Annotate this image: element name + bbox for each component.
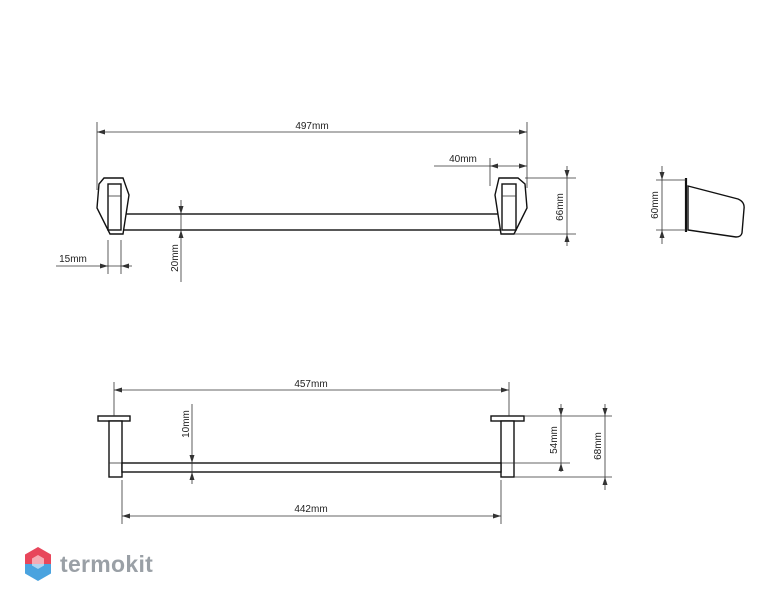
plan-right-plate [490, 415, 525, 422]
dim-span: 457mm [294, 379, 327, 390]
dim-bar-height: 20mm [170, 244, 181, 272]
plan-towel-bar [121, 462, 502, 473]
dim-depth-tall: 68mm [593, 432, 604, 460]
brand-logo: termokit [24, 544, 153, 584]
brand-name: termokit [60, 550, 154, 577]
plan-left-post [108, 420, 123, 478]
brand-hexagon-icon [25, 547, 51, 581]
plan-view: 457mm 10mm 54mm 68mm 442mm [97, 379, 612, 524]
dim-inner-width: 442mm [294, 504, 327, 515]
front-left-bracket-insert [107, 183, 122, 231]
plan-right-post [500, 420, 515, 478]
dim-overall-width: 497mm [295, 121, 328, 132]
side-view: 60mm [650, 166, 745, 244]
dim-bracket-width: 40mm [449, 154, 477, 165]
front-view: 497mm 40mm 66mm 15mm 20mm [56, 121, 576, 282]
dim-depth-short: 54mm [549, 426, 560, 454]
dim-offset: 15mm [59, 254, 87, 265]
dim-side-height: 60mm [650, 191, 661, 219]
plan-left-plate [97, 415, 131, 422]
dim-front-height: 66mm [555, 193, 566, 221]
front-towel-bar [119, 213, 505, 231]
dim-bar-diameter: 10mm [181, 410, 192, 438]
front-right-bracket-insert [501, 183, 517, 231]
side-bracket-profile [687, 185, 745, 238]
